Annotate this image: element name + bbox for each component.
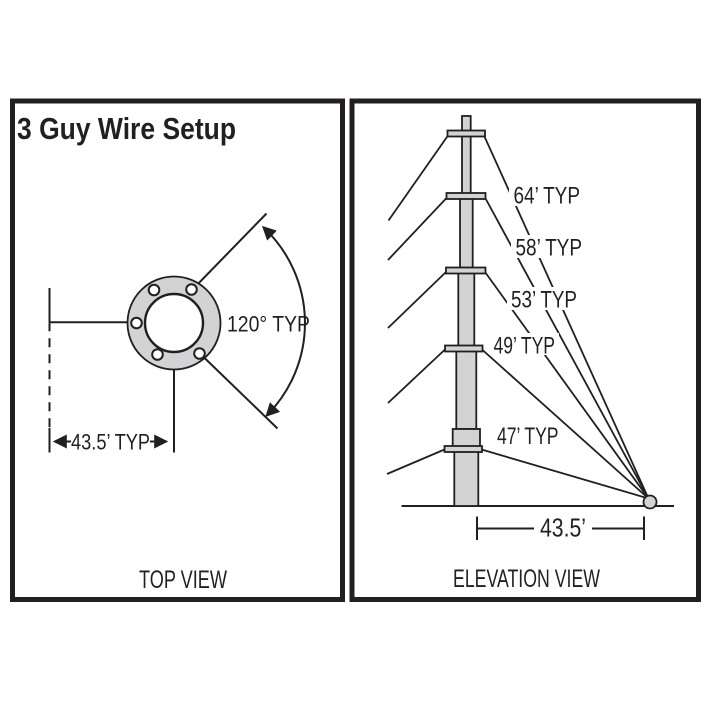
anchor-ball [642,494,658,510]
bolt-hole [193,347,206,360]
guy-wire-right [481,448,649,500]
elevation-view-caption: ELEVATION VIEW [453,565,600,593]
mast-segment-top [461,115,472,198]
guy-wire-left [387,196,448,261]
guy-length-label: 47’ TYP [497,423,559,450]
guy-wire-left [386,448,445,475]
label-knockout [507,287,581,310]
guy-ring [444,344,484,353]
label-knockout [509,183,583,206]
anchor-distance-label: 43.5’ [540,513,586,543]
top-view-caption: TOP VIEW [139,566,227,594]
guy-wire-right [481,348,650,500]
label-knockout [493,426,563,447]
bolt-hole [147,283,161,297]
page-title: 3 Guy Wire Setup [17,111,236,146]
guy-ring [445,192,487,200]
mast-segment [455,348,478,430]
guy-length-label: 53’ TYP [511,287,577,314]
angle-arc [261,225,306,418]
mast-segment [459,196,474,272]
mast-segment [457,270,476,350]
label-knockout [511,235,586,258]
guy-wire-left [387,348,446,404]
mast-collar [451,428,481,449]
anchor-spacing-label: 43.5’ TYP [71,430,150,455]
guy-length-label: 64’ TYP [514,183,581,210]
angle-label: 120° TYP [227,312,310,337]
guy-wire-left [387,271,447,329]
top-view-group: 3 Guy Wire Setup 43.5’ TYP 120° TYP TOP … [17,111,310,594]
guy-wire-line-upper [193,212,268,289]
guy-ring [443,445,483,453]
bolt-hole [151,348,164,361]
elevation-view-group: 64’ TYP 58’ TYP 53’ TYP 49’ TYP 47’ TYP … [386,115,674,593]
bolt-hole [185,283,198,296]
guy-length-label: 49’ TYP [494,333,556,360]
label-knockout [489,333,559,355]
flange-inner-bore [143,292,205,354]
guy-wire-left [387,134,449,222]
bolt-hole [130,316,143,330]
guy-length-label: 58’ TYP [516,235,583,262]
guy-ring [445,266,487,275]
mast-base [453,446,480,507]
guy-ring [446,129,486,138]
